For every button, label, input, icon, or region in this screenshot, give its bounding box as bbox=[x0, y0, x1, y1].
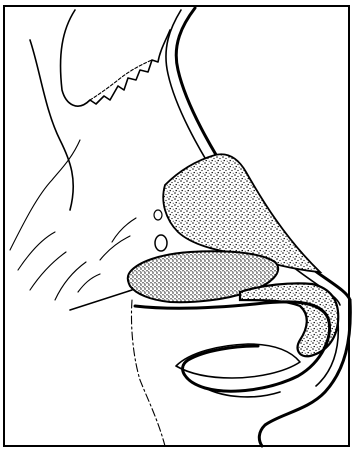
nostril-inner bbox=[176, 344, 300, 378]
nasal-bone-suture bbox=[90, 60, 152, 100]
nasal-bone bbox=[61, 10, 170, 106]
lateral-wall-line-2 bbox=[10, 140, 80, 250]
sesamoid-cartilage-2 bbox=[154, 210, 162, 220]
sesamoid-cartilage bbox=[155, 235, 167, 251]
reference-line bbox=[131, 300, 165, 446]
pointer-line bbox=[70, 290, 132, 310]
lateral-wall-line bbox=[30, 40, 73, 210]
cheek-contour bbox=[18, 232, 86, 300]
